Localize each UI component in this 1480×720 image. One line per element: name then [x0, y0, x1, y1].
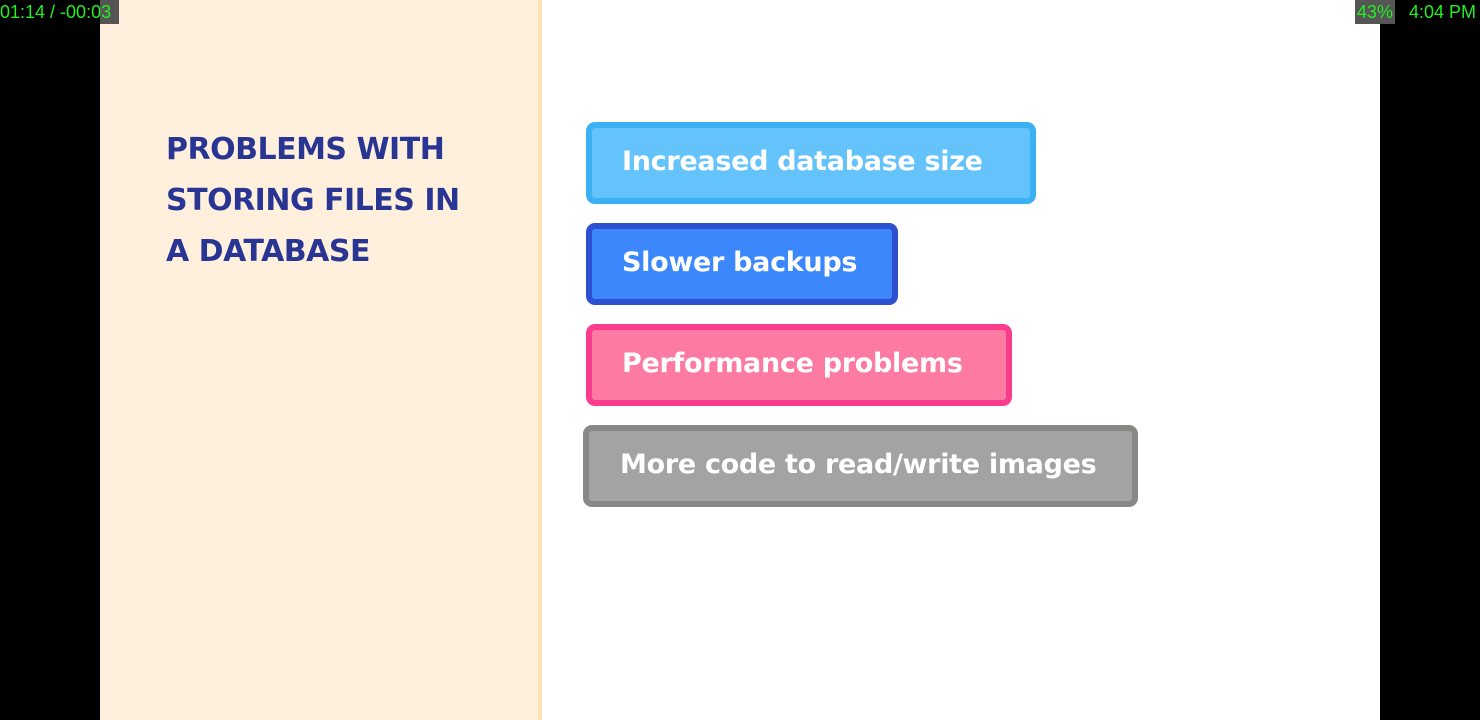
- panel-divider: [538, 0, 542, 720]
- problem-item-slower-backups: Slower backups: [586, 223, 898, 305]
- system-status-overlay: 43% 4:04 PM: [1354, 0, 1476, 24]
- problem-item-label: Slower backups: [622, 247, 858, 278]
- playback-time-overlay: 01:14 / -00:03: [0, 0, 119, 24]
- problem-item-label: More code to read/write images: [620, 449, 1097, 480]
- clock: 4:04 PM: [1408, 2, 1476, 22]
- problem-item-more-code: More code to read/write images: [583, 425, 1138, 507]
- slide-title: PROBLEMS WITH STORING FILES IN A DATABAS…: [166, 132, 460, 269]
- problem-item-performance: Performance problems: [586, 324, 1012, 406]
- slide: PROBLEMS WITH STORING FILES IN A DATABAS…: [100, 0, 1380, 720]
- problem-item-label: Performance problems: [622, 348, 963, 379]
- battery-level: 43%: [1354, 0, 1395, 24]
- playback-time: 01:14 / -00:03: [0, 2, 112, 22]
- slide-left-panel: PROBLEMS WITH STORING FILES IN A DATABAS…: [100, 0, 538, 720]
- problem-item-label: Increased database size: [622, 146, 983, 177]
- problem-item-database-size: Increased database size: [586, 122, 1036, 204]
- time-highlight: [100, 0, 119, 24]
